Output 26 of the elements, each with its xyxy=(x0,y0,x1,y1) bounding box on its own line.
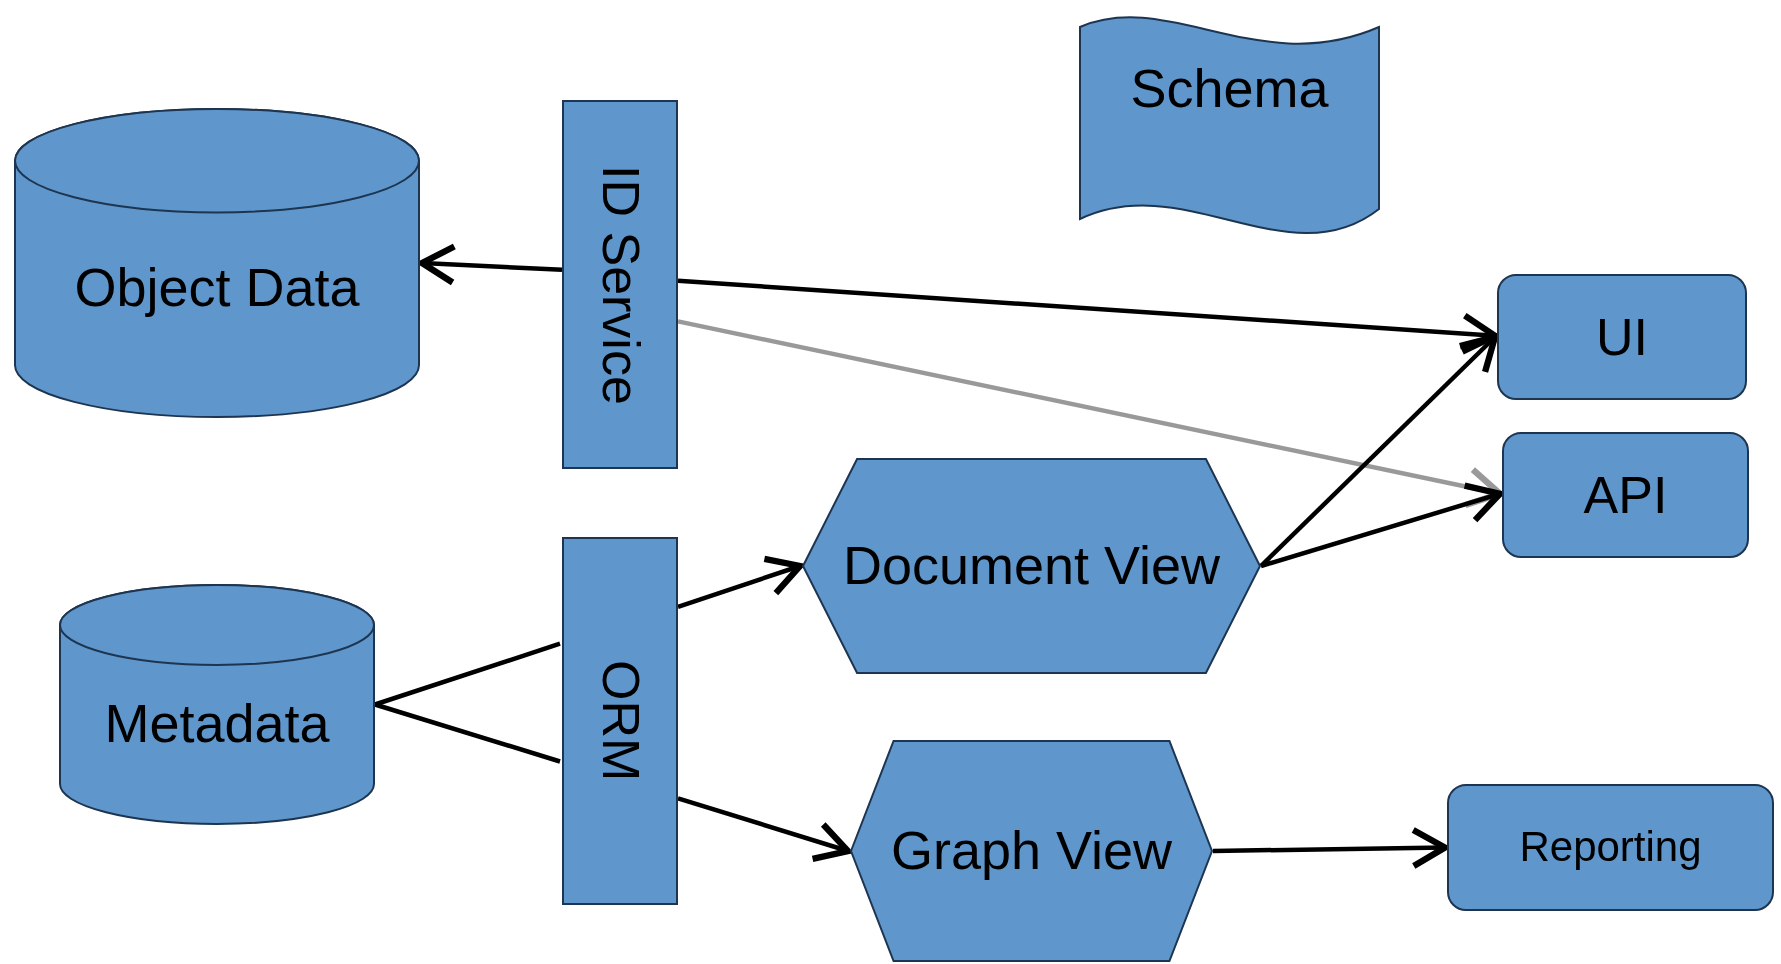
database-cylinder xyxy=(59,584,375,825)
arrow xyxy=(677,555,804,610)
node-label: UI xyxy=(1596,306,1648,368)
arrow xyxy=(418,243,563,286)
arrow xyxy=(677,278,1499,355)
rounded-box xyxy=(1447,784,1774,911)
arrow xyxy=(677,319,1504,509)
node-label: Metadata xyxy=(104,691,330,755)
node-label: Object Data xyxy=(74,255,360,319)
rounded-box xyxy=(1497,274,1747,400)
arrow xyxy=(1260,482,1504,569)
database-cylinder xyxy=(14,108,420,418)
node-label: ID Service xyxy=(590,164,651,405)
hexagon xyxy=(802,458,1261,674)
hexagon xyxy=(850,740,1213,962)
service-bar xyxy=(562,100,678,469)
arrow xyxy=(1212,826,1449,870)
rounded-box xyxy=(1502,432,1749,558)
node-label: API xyxy=(1583,464,1668,526)
node-label: Document View xyxy=(841,534,1222,598)
service-bar xyxy=(562,537,678,905)
node-label: ORM xyxy=(590,660,651,782)
arrow xyxy=(677,796,852,862)
node-label: Graph View xyxy=(889,819,1174,883)
node-label: Schema xyxy=(1130,57,1329,121)
node-label: Reporting xyxy=(1519,822,1702,873)
